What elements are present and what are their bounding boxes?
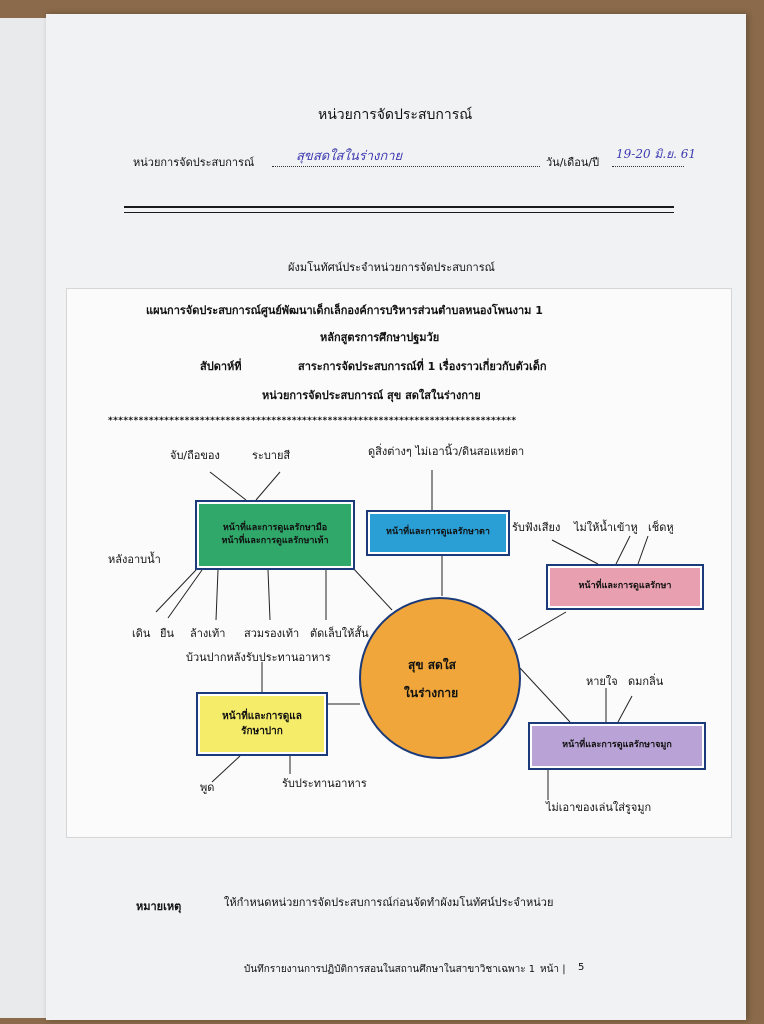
label-after-bath: หลังอาบน้ำ <box>108 553 161 566</box>
label-hear: รับฟังเสียง <box>512 521 561 534</box>
label-smell: ดมกลิ่น <box>628 675 664 688</box>
plan-line-4: หน่วยการจัดประสบการณ์ สุข สดใสในร่างกาย <box>262 389 481 402</box>
center-label-1: สุข สดใส <box>408 658 457 672</box>
footer-page-label: หน้า | <box>540 964 566 975</box>
page-title: หน่วยการจัดประสบการณ์ <box>318 107 473 123</box>
center-label-2: ในร่างกาย <box>404 686 459 700</box>
label-cut-nails: ตัดเล็บให้สั้น <box>310 627 369 640</box>
note-text: ให้กำหนดหน่วยการจัดประสบการณ์ก่อนจัดทำผั… <box>224 896 554 909</box>
label-eat: รับประทานอาหาร <box>282 777 367 790</box>
unit-handwritten-value: สุขสดใสในร่างกาย <box>296 149 403 164</box>
eyes-box: หน้าที่และการดูแลรักษาตา <box>366 510 510 556</box>
label-look: ดูสิ่งต่างๆ ไม่เอานิ้ว/ดินสอแหย่ตา <box>368 445 525 458</box>
mouth-box-line-1: หน้าที่และการดูแล <box>222 711 302 722</box>
center-circle <box>359 597 521 759</box>
label-rinse: บ้วนปากหลังรับประทานอาหาร <box>186 651 331 664</box>
footer-page-number: 5 <box>578 962 585 973</box>
label-stand: ยืน <box>160 627 174 640</box>
date-dotted-line <box>612 166 684 167</box>
nose-box: หน้าที่และการดูแลรักษาจมูก <box>528 722 706 770</box>
hands-feet-box: หน้าที่และการดูแลรักษามือ หน้าที่และการด… <box>195 500 355 570</box>
header-rule-bottom <box>124 212 674 213</box>
ears-box-label: หน้าที่และการดูแลรักษา <box>578 581 672 592</box>
hands-box-line-2: หน้าที่และการดูแลรักษาเท้า <box>221 536 329 546</box>
label-paint: ระบายสี <box>252 449 291 462</box>
label-speak: พูด <box>200 781 215 794</box>
date-handwritten-value: 19-20 มิ.ย. 61 <box>616 147 697 161</box>
plan-line-3: สาระการจัดประสบการณ์ที่ 1 เรื่องราวเกี่ย… <box>298 360 547 373</box>
ears-box: หน้าที่และการดูแลรักษา <box>546 564 704 610</box>
label-grab: จับ/ถือของ <box>170 449 220 462</box>
eyes-box-label: หน้าที่และการดูแลรักษาตา <box>386 527 490 538</box>
label-no-water: ไม่ให้น้ำเข้าหู <box>574 521 638 534</box>
week-label: สัปดาห์ที่ <box>200 360 242 373</box>
plan-line-2: หลักสูตรการศึกษาปฐมวัย <box>320 331 440 344</box>
unit-label: หน่วยการจัดประสบการณ์ <box>133 156 255 169</box>
label-breathe: หายใจ <box>586 675 618 688</box>
section-title: ผังมโนทัศน์ประจำหน่วยการจัดประสบการณ์ <box>288 261 495 274</box>
footer-text: บันทึกรายงานการปฏิบัติการสอนในสถานศึกษาใ… <box>244 964 536 975</box>
label-wipe-ear: เช็ดหู <box>648 521 674 534</box>
header-rule-top <box>124 206 674 208</box>
date-label: วัน/เดือน/ปี <box>546 156 600 169</box>
label-wear-shoes: สวมรองเท้า <box>244 627 300 640</box>
unit-dotted-line <box>272 166 540 167</box>
label-wash-feet: ล้างเท้า <box>190 627 226 640</box>
mouth-box-line-2: รักษาปาก <box>241 726 283 737</box>
mouth-box: หน้าที่และการดูแล รักษาปาก <box>196 692 328 756</box>
nose-box-label: หน้าที่และการดูแลรักษาจมูก <box>562 740 672 751</box>
label-no-toys-nose: ไม่เอาของเล่นใส่รูจมูก <box>546 801 652 814</box>
note-label: หมายเหตุ <box>136 900 182 913</box>
hands-box-line-1: หน้าที่และการดูแลรักษามือ <box>222 522 328 533</box>
label-walk: เดิน <box>132 627 151 640</box>
plan-line-1: แผนการจัดประสบการณ์ศูนย์พัฒนาเด็กเล็กองค… <box>146 304 543 317</box>
stars-divider: ****************************************… <box>108 416 517 426</box>
